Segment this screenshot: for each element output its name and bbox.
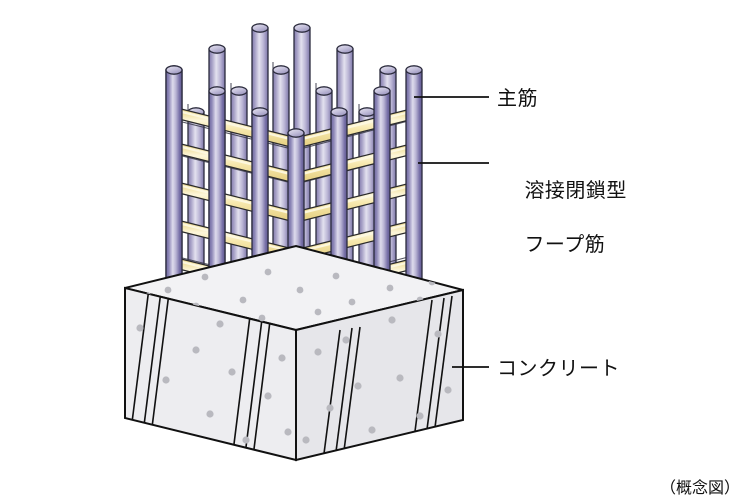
vertical-rebar-front-left: [165, 65, 183, 306]
label-main-bar: 主筋: [497, 86, 538, 110]
vertical-rebar-front: [208, 86, 226, 320]
label-concrete: コンクリート: [497, 356, 620, 380]
leader-lines: [414, 96, 489, 368]
figure-caption: （概念図）: [659, 478, 740, 497]
label-hoop-line1: 溶接閉鎖型: [524, 178, 627, 202]
label-hoop-line2: フープ筋: [524, 232, 606, 256]
label-hoop-bar: 溶接閉鎖型 フープ筋: [497, 150, 627, 285]
vertical-rebar-front-right: [405, 65, 423, 306]
concrete-block: [124, 244, 464, 462]
concrete-aggregate-right: [302, 316, 452, 444]
